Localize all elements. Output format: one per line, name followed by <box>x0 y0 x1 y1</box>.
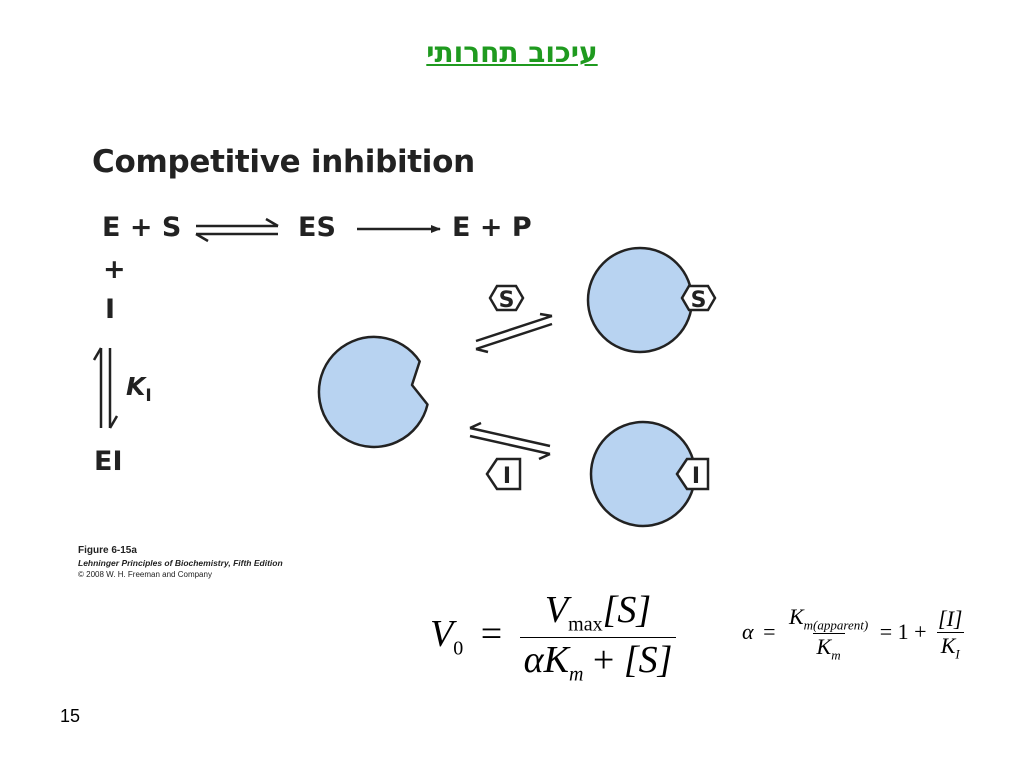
product-e-plus-p: E + P <box>452 212 532 243</box>
reactant-e-plus-s: E + S <box>102 212 182 243</box>
ki-label: KI <box>126 372 152 406</box>
inhibitor-label: I <box>105 294 116 325</box>
figure-caption-copyright: © 2008 W. H. Freeman and Company <box>78 570 212 579</box>
v0-numerator: Vmax[S] <box>544 589 652 636</box>
v0-equation: V0 = Vmax[S] αKm + [S] <box>430 588 677 687</box>
alpha-equals-one-plus: = 1 + <box>879 618 927 644</box>
alpha-denominator: Km <box>812 633 845 663</box>
slide-title: עיכוב תחרותי <box>426 36 598 69</box>
equilibrium-arrow-upper <box>475 312 553 354</box>
v0-equals: = <box>480 612 503 655</box>
es-complex-enzyme <box>586 246 694 354</box>
figure-caption-number: Figure 6-15a <box>78 545 137 556</box>
alpha-equals: = <box>763 618 776 644</box>
alpha-lhs: α <box>742 618 754 644</box>
v0-fraction: Vmax[S] αKm + [S] <box>519 588 677 687</box>
alpha-ki-numerator: [I] <box>938 605 963 631</box>
alpha-ki-denominator: KI <box>936 631 964 662</box>
alpha-numerator: Km(apparent) <box>788 604 869 633</box>
inhibitor-label-free: I <box>503 464 511 489</box>
inhibitor-label-bound: I <box>692 464 700 489</box>
v0-denominator: αKm + [S] <box>519 636 677 687</box>
alpha-fraction-ki: [I] KI <box>934 606 966 662</box>
free-enzyme <box>317 335 429 449</box>
page-number: 15 <box>60 706 81 726</box>
figure-caption-book: Lehninger Principles of Biochemistry, Fi… <box>78 558 283 568</box>
alpha-equation: α = Km(apparent) Km = 1 + [I] KI <box>742 604 966 664</box>
v0-lhs: V0 <box>430 612 464 660</box>
equilibrium-arrow-ei <box>92 347 119 429</box>
substrate-label-free: S <box>499 288 515 313</box>
figure-title: Competitive inhibition <box>92 144 475 180</box>
ki-subscript: I <box>145 386 152 406</box>
substrate-hexagon-bound <box>680 284 717 312</box>
complex-es: ES <box>298 212 336 243</box>
ki-symbol: K <box>126 372 146 401</box>
equilibrium-arrow-es <box>195 217 279 243</box>
equilibrium-arrow-lower <box>469 421 551 461</box>
substrate-label-bound: S <box>691 288 707 313</box>
complex-ei: EI <box>94 446 123 477</box>
plus-sign: + <box>103 254 126 285</box>
inhibitor-shape-bound <box>675 457 710 491</box>
inhibitor-shape-free <box>485 457 522 491</box>
substrate-hexagon-free <box>488 284 525 312</box>
alpha-fraction-km: Km(apparent) Km <box>785 604 872 664</box>
